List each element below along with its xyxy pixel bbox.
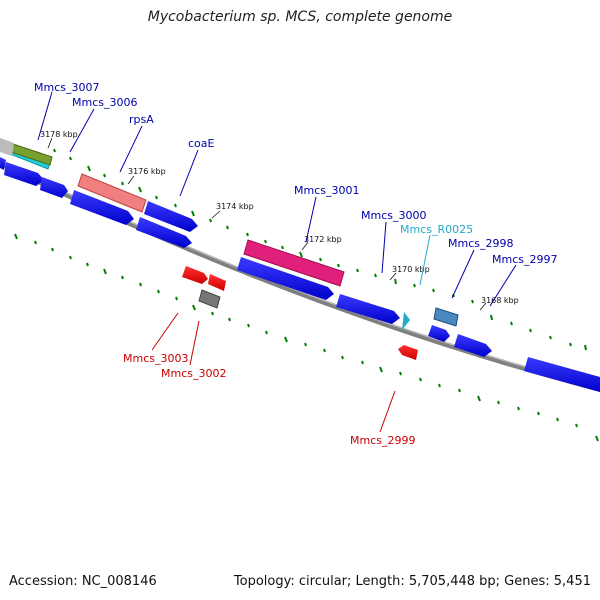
gene-arrow[interactable] (40, 177, 68, 198)
gene-mmcs-2999[interactable] (398, 345, 418, 360)
label-mmcs-r0025[interactable]: Mmcs_R0025 (400, 223, 473, 236)
gene-arrow[interactable] (136, 217, 192, 248)
label-mmcs-3000[interactable]: Mmcs_3000 (361, 209, 426, 222)
gene-mmcs-2997[interactable] (454, 334, 492, 357)
tick-label-3176: 3176 kbp (128, 167, 166, 176)
label-mmcs-3007[interactable]: Mmcs_3007 (34, 81, 99, 94)
label-mmcs-2998[interactable]: Mmcs_2998 (448, 237, 513, 250)
tick-label-3174: 3174 kbp (216, 202, 254, 211)
genome-stats-text: Topology: circular; Length: 5,705,448 bp… (233, 574, 591, 589)
label-mmcs-3002[interactable]: Mmcs_3002 (161, 367, 226, 380)
inner-tick-ring (14, 233, 599, 442)
gene-mmcs-2998[interactable] (433, 307, 459, 327)
gene-arrow[interactable] (208, 274, 226, 291)
label-mmcs-3001[interactable]: Mmcs_3001 (294, 184, 359, 197)
accession-text: Accession: NC_008146 (9, 574, 157, 589)
label-rpsA[interactable]: rpsA (129, 113, 154, 126)
gene-arrow[interactable] (4, 162, 44, 186)
tick-label-3170: 3170 kbp (392, 265, 430, 274)
gene-mmcs-3003[interactable] (182, 266, 208, 284)
gene-arrow[interactable] (237, 257, 334, 300)
tick-label-3168: 3168 kbp (481, 296, 519, 305)
reverse-strand-genes (182, 266, 418, 360)
gene-arrow[interactable] (0, 157, 6, 170)
scale-ticks: 3178 kbp 3176 kbp 3174 kbp 3172 kbp 3170… (40, 130, 519, 311)
gene-mmcs-3001[interactable] (243, 239, 345, 287)
tick-label-3172: 3172 kbp (304, 235, 342, 244)
forward-strand-genes (0, 138, 600, 392)
gene-arrow[interactable] (70, 190, 134, 225)
gene-rpsA[interactable] (77, 173, 147, 213)
label-mmcs-2997[interactable]: Mmcs_2997 (492, 253, 557, 266)
gene-coaE[interactable] (144, 201, 198, 232)
label-coaE[interactable]: coaE (188, 137, 215, 150)
outer-tick-ring (21, 147, 587, 351)
label-mmcs-3003[interactable]: Mmcs_3003 (123, 352, 188, 365)
gray-feature (0, 138, 14, 156)
gene-labels: Mmcs_3007 Mmcs_3006 rpsA coaE Mmcs_3001 … (34, 81, 557, 447)
label-mmcs-3006[interactable]: Mmcs_3006 (72, 96, 137, 109)
label-mmcs-2999[interactable]: Mmcs_2999 (350, 434, 415, 447)
gene-arrow[interactable] (524, 357, 600, 392)
gene-mmcs-3002[interactable] (198, 289, 221, 309)
map-title: Mycobacterium sp. MCS, complete genome (147, 9, 453, 25)
gene-mmcs-3000[interactable] (336, 294, 400, 324)
gene-mmcs-r0025[interactable] (402, 312, 410, 330)
tick-label-3178: 3178 kbp (40, 130, 78, 139)
gene-arrow[interactable] (428, 325, 450, 342)
